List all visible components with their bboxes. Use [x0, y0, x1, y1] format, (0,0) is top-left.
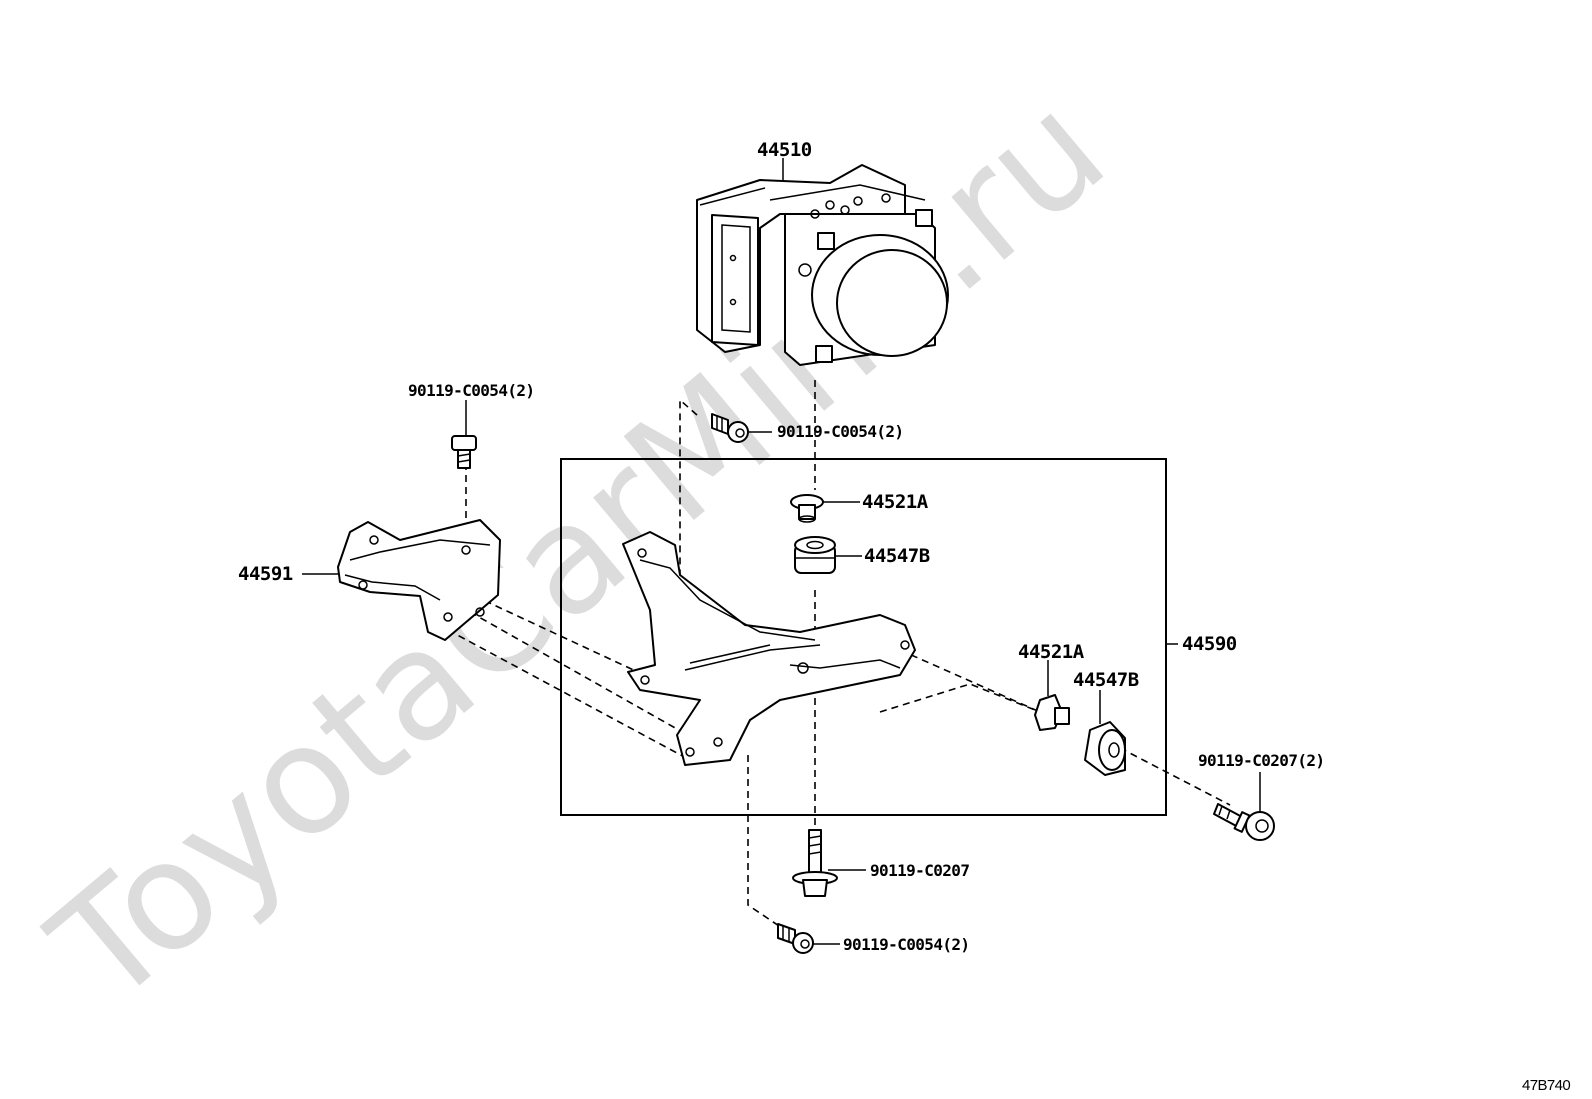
bolt-bottom-left	[777, 923, 814, 954]
top-grommet	[794, 536, 836, 574]
bolt-bottom	[792, 829, 838, 897]
right-collar	[1034, 694, 1070, 731]
label-top-collar[interactable]: 44521A	[862, 491, 929, 513]
diagram-code: 47B740	[1522, 1077, 1570, 1094]
label-right-grommet[interactable]: 44547B	[1073, 669, 1139, 691]
label-top-grommet[interactable]: 44547B	[864, 545, 930, 567]
bolt-top-left	[451, 435, 477, 469]
bolt-right	[1213, 803, 1275, 841]
label-right-collar[interactable]: 44521A	[1018, 641, 1085, 663]
label-bolt-right[interactable]: 90119-C0207(2)	[1198, 751, 1325, 770]
bolt-top-middle	[711, 413, 749, 443]
label-abs-actuator[interactable]: 44510	[757, 139, 812, 161]
label-bolt-bottom-left[interactable]: 90119-C0054(2)	[843, 935, 970, 954]
label-bolt-top-middle[interactable]: 90119-C0054(2)	[777, 422, 904, 441]
label-bracket-left[interactable]: 44591	[238, 563, 293, 585]
label-bolt-bottom[interactable]: 90119-C0207	[870, 861, 970, 880]
right-grommet	[1084, 721, 1126, 776]
label-bracket-assembly[interactable]: 44590	[1182, 633, 1237, 655]
watermark: ToyotaCarMine.ru	[21, 62, 1137, 1038]
top-collar	[790, 494, 824, 523]
bracket-left	[337, 519, 501, 641]
leader-lines	[302, 158, 1261, 945]
abs-actuator	[696, 164, 949, 366]
label-bolt-top-left[interactable]: 90119-C0054(2)	[408, 381, 535, 400]
main-bracket	[622, 531, 916, 766]
